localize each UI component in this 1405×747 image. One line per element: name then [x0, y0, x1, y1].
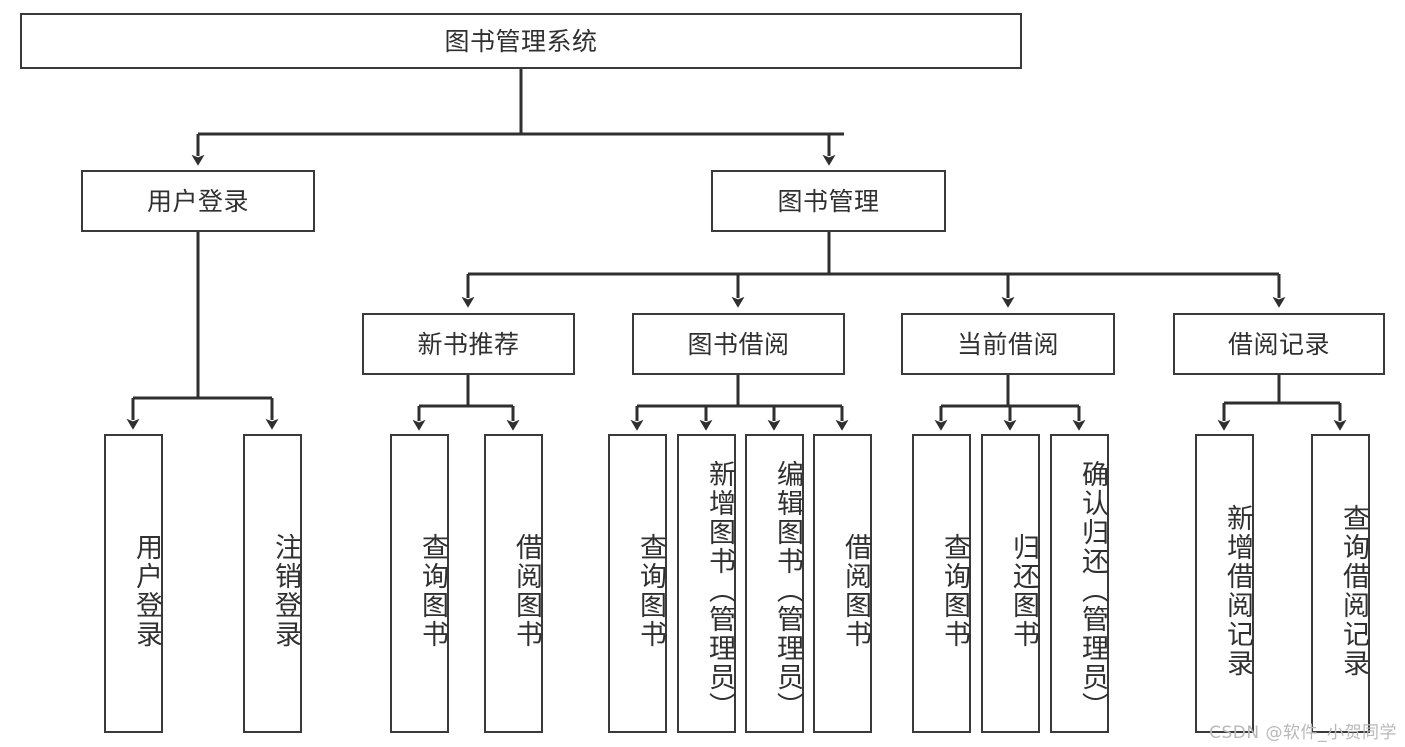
node-newbook[interactable]: 新书推荐: [362, 313, 575, 375]
node-leaf9-label: 查询图书: [939, 532, 970, 649]
node-leaf7-label: 编辑图书（管理员）: [772, 460, 803, 721]
node-login-label: 用户登录: [146, 186, 249, 216]
node-current-label: 当前借阅: [956, 329, 1059, 359]
node-bookmgmt-label: 图书管理: [777, 186, 880, 216]
node-borrow-label: 图书借阅: [687, 329, 790, 359]
node-bookmgmt[interactable]: 图书管理: [711, 170, 946, 232]
watermark: CSDN @软件_小贺同学: [1209, 723, 1397, 743]
node-leaf4[interactable]: 借阅图书: [484, 434, 543, 733]
node-leaf10-label: 归还图书: [1008, 532, 1039, 649]
node-current[interactable]: 当前借阅: [901, 313, 1115, 375]
node-leaf5-label: 查询图书: [635, 532, 666, 649]
node-leaf4-label: 借阅图书: [511, 532, 542, 649]
node-root[interactable]: 图书管理系统: [20, 13, 1022, 69]
node-leaf3-label: 查询图书: [417, 532, 448, 649]
node-root-label: 图书管理系统: [444, 26, 598, 56]
node-leaf3[interactable]: 查询图书: [390, 434, 449, 733]
node-records[interactable]: 借阅记录: [1173, 313, 1385, 375]
node-leaf5[interactable]: 查询图书: [608, 434, 667, 733]
node-leaf6-label: 新增图书（管理员）: [704, 460, 735, 721]
node-leaf1-label: 用户登录: [131, 532, 162, 649]
node-leaf8[interactable]: 借阅图书: [813, 434, 872, 733]
node-leaf2[interactable]: 注销登录: [243, 434, 302, 733]
node-leaf10[interactable]: 归还图书: [981, 434, 1040, 733]
node-leaf1[interactable]: 用户登录: [104, 434, 163, 733]
node-leaf2-label: 注销登录: [270, 532, 301, 649]
node-records-label: 借阅记录: [1227, 329, 1330, 359]
node-leaf7[interactable]: 编辑图书（管理员）: [745, 434, 804, 733]
node-leaf11-label: 确认归还（管理员）: [1077, 460, 1108, 721]
node-leaf12[interactable]: 新增借阅记录: [1195, 434, 1254, 733]
node-login[interactable]: 用户登录: [81, 170, 315, 232]
node-leaf13-label: 查询借阅记录: [1338, 503, 1369, 678]
node-leaf8-label: 借阅图书: [840, 532, 871, 649]
node-leaf11[interactable]: 确认归还（管理员）: [1050, 434, 1109, 733]
node-leaf13[interactable]: 查询借阅记录: [1311, 434, 1370, 733]
node-newbook-label: 新书推荐: [417, 329, 520, 359]
node-leaf12-label: 新增借阅记录: [1222, 503, 1253, 678]
node-leaf9[interactable]: 查询图书: [912, 434, 971, 733]
node-leaf6[interactable]: 新增图书（管理员）: [677, 434, 736, 733]
node-borrow[interactable]: 图书借阅: [632, 313, 845, 375]
